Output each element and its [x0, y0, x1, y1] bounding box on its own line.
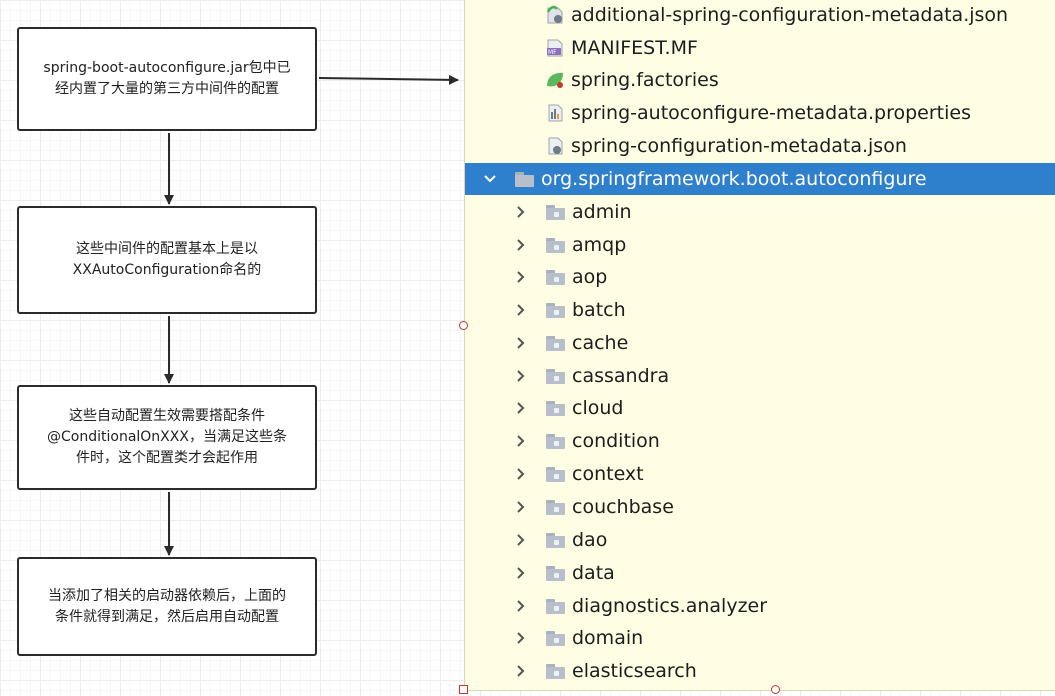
package-folder-icon — [515, 171, 535, 187]
chevron-right-icon[interactable] — [510, 500, 532, 514]
resize-handle-left[interactable] — [459, 321, 468, 330]
chevron-right-icon[interactable] — [510, 631, 532, 645]
manifest-file-icon: MF — [545, 38, 565, 58]
tree-folder-label: cache — [572, 332, 629, 354]
tree-folder-row[interactable]: aop — [465, 261, 1055, 293]
svg-text:MF: MF — [548, 49, 557, 56]
tree-folder-label: context — [572, 463, 644, 485]
flow-step-text: 件时，这个配置类才会起作用 — [75, 450, 258, 466]
flow-step-text: 条件就得到满足，然后启用自动配置 — [55, 608, 279, 625]
json-file-icon — [545, 136, 565, 156]
tree-folder-label: cassandra — [572, 365, 670, 387]
package-folder-icon — [546, 368, 566, 384]
flow-step-text: 这些自动配置生效需要搭配条件 — [68, 408, 265, 424]
flow-step-1: spring-boot-autoconfigure.jar包中已经内置了大量的第… — [17, 27, 317, 131]
package-folder-icon — [546, 433, 566, 449]
package-folder-icon — [546, 598, 566, 614]
chevron-right-icon[interactable] — [510, 467, 532, 481]
spring-file-icon — [545, 70, 565, 90]
flow-step-text: 这些中间件的配置基本上是以 — [75, 241, 258, 257]
package-folder-icon — [546, 532, 566, 548]
tree-file-row[interactable]: spring.factories — [465, 64, 1055, 96]
package-folder-icon — [546, 269, 566, 285]
tree-file-label: spring-autoconfigure-metadata.properties — [571, 102, 971, 124]
tree-file-row[interactable]: MF MANIFEST.MF — [465, 32, 1055, 64]
tree-folder-row[interactable]: couchbase — [465, 491, 1055, 523]
tree-file-row[interactable]: spring-configuration-metadata.json — [465, 130, 1055, 162]
flow-step-text: @ConditionalOnXXX，当满足这些条 — [47, 429, 287, 445]
tree-folder-row[interactable]: elasticsearch — [465, 655, 1055, 687]
tree-folder-label: dao — [572, 529, 608, 551]
chevron-right-icon[interactable] — [510, 434, 532, 448]
tree-folder-row[interactable]: batch — [465, 294, 1055, 326]
tree-folder-label: amqp — [572, 234, 627, 256]
tree-folder-label: elasticsearch — [572, 660, 697, 682]
package-folder-icon — [546, 400, 566, 416]
tree-folder-row[interactable]: cache — [465, 327, 1055, 359]
tree-folder-row[interactable]: cassandra — [465, 360, 1055, 392]
package-folder-icon — [546, 565, 566, 581]
tree-folder-label: domain — [572, 627, 644, 649]
tree-folder-label: aop — [572, 266, 608, 288]
tree-folder-row[interactable]: domain — [465, 622, 1055, 654]
chevron-down-icon[interactable] — [479, 172, 501, 186]
chevron-right-icon[interactable] — [510, 533, 532, 547]
tree-file-label: spring-configuration-metadata.json — [571, 135, 907, 157]
package-folder-icon — [546, 237, 566, 253]
chevron-right-icon[interactable] — [510, 205, 532, 219]
chevron-right-icon[interactable] — [510, 566, 532, 580]
package-folder-icon — [546, 335, 566, 351]
flow-step-3: 这些自动配置生效需要搭配条件 @ConditionalOnXXX，当满足这些条件时… — [17, 385, 317, 490]
flow-step-text: 当添加了相关的启动器依赖后，上面的 — [48, 587, 286, 604]
project-tree-panel: additional-spring-configuration-metadata… — [464, 0, 1055, 691]
flow-step-text: XXAutoConfiguration命名的 — [72, 262, 262, 278]
flow-step-text: spring-boot-autoconfigure.jar包中已 — [43, 60, 291, 76]
tree-folder-row[interactable]: cloud — [465, 392, 1055, 424]
flow-step-4: 当添加了相关的启动器依赖后，上面的条件就得到满足，然后启用自动配置 — [17, 557, 317, 656]
chevron-right-icon[interactable] — [510, 238, 532, 252]
chevron-right-icon[interactable] — [510, 599, 532, 613]
chevron-right-icon[interactable] — [510, 270, 532, 284]
package-folder-icon — [546, 630, 566, 646]
arrow-to-tree — [318, 74, 459, 85]
chevron-right-icon[interactable] — [510, 369, 532, 383]
tree-package-row[interactable]: org.springframework.boot.autoconfigure — [465, 163, 1055, 195]
tree-folder-row[interactable]: data — [465, 557, 1055, 589]
tree-folder-row[interactable]: condition — [465, 425, 1055, 457]
tree-file-label: MANIFEST.MF — [571, 37, 698, 59]
tree-folder-row[interactable]: context — [465, 458, 1055, 490]
tree-folder-label: batch — [572, 299, 626, 321]
tree-file-row[interactable]: additional-spring-configuration-metadata… — [465, 0, 1055, 31]
package-folder-icon — [546, 204, 566, 220]
tree-folder-row[interactable]: admin — [465, 196, 1055, 228]
tree-folder-label: condition — [572, 430, 660, 452]
chevron-right-icon[interactable] — [510, 336, 532, 350]
tree-folder-label: couchbase — [572, 496, 674, 518]
chevron-right-icon[interactable] — [510, 401, 532, 415]
tree-folder-label: admin — [572, 201, 632, 223]
tree-file-label: additional-spring-configuration-metadata… — [571, 4, 1009, 26]
json-file-icon — [545, 5, 565, 25]
tree-folder-label: data — [572, 562, 615, 584]
package-folder-icon — [546, 663, 566, 679]
tree-folder-row[interactable]: dao — [465, 524, 1055, 556]
flow-step-2: 这些中间件的配置基本上是以 XXAutoConfiguration命名的 — [17, 206, 317, 314]
tree-folder-row[interactable]: amqp — [465, 229, 1055, 261]
resize-handle-bottom[interactable] — [771, 685, 780, 694]
chevron-right-icon[interactable] — [510, 664, 532, 678]
package-folder-icon — [546, 466, 566, 482]
tree-package-label: org.springframework.boot.autoconfigure — [541, 168, 927, 190]
package-folder-icon — [546, 302, 566, 318]
flow-step-text: 经内置了大量的第三方中间件的配置 — [55, 81, 279, 97]
tree-folder-label: diagnostics.analyzer — [572, 595, 768, 617]
resize-handle-bottom-left[interactable] — [459, 685, 468, 694]
properties-file-icon — [545, 103, 565, 123]
tree-file-row[interactable]: spring-autoconfigure-metadata.properties — [465, 97, 1055, 129]
chevron-right-icon[interactable] — [510, 303, 532, 317]
tree-folder-label: cloud — [572, 397, 624, 419]
tree-folder-row[interactable]: diagnostics.analyzer — [465, 590, 1055, 622]
package-folder-icon — [546, 499, 566, 515]
tree-file-label: spring.factories — [571, 69, 719, 91]
